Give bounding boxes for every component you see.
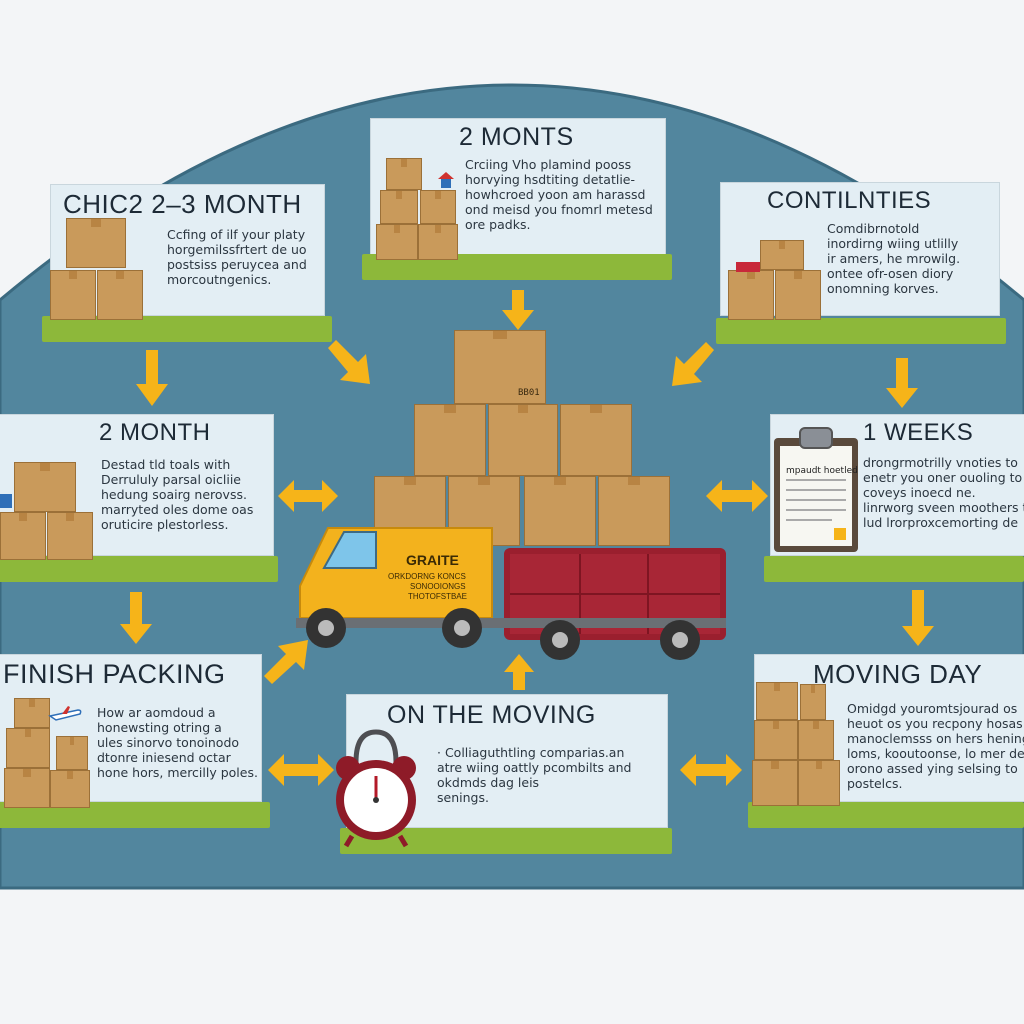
moving-box [488, 404, 558, 476]
stage-title: 2 MONTH [99, 419, 211, 446]
house-icon [438, 172, 454, 188]
stage-base-top-left [42, 316, 332, 342]
stage-description: drongrmotrilly vnoties to enetr you oner… [863, 455, 1024, 530]
arrow-down-icon [902, 590, 934, 646]
stage-title: MOVING DAY [813, 659, 983, 689]
moving-box [6, 728, 50, 768]
double-arrow-icon [680, 752, 742, 788]
moving-box [376, 224, 418, 260]
moving-box [798, 720, 834, 760]
clipboard-icon: mpaudt hoetled [772, 424, 860, 554]
moving-box [50, 770, 90, 808]
moving-box [728, 270, 774, 320]
double-arrow-icon [706, 478, 768, 514]
moving-box [4, 768, 50, 808]
arrow-diagonal-icon [668, 340, 718, 390]
stage-base-mid-right [764, 556, 1024, 582]
moving-box [50, 270, 96, 320]
moving-box [66, 218, 126, 268]
moving-box [760, 240, 804, 270]
arrow-diagonal-icon [264, 636, 310, 686]
double-arrow-icon [278, 478, 338, 514]
stage-title: CONTILNTIES [767, 187, 932, 214]
truck-line: THOTOFSTBAE [408, 592, 467, 601]
moving-box [0, 512, 46, 560]
alarm-clock-icon [330, 728, 422, 848]
moving-box [454, 330, 546, 404]
stage-title: FINISH PACKING [3, 659, 226, 689]
arrow-down-icon [120, 592, 152, 644]
moving-box [756, 682, 798, 720]
arrow-up-icon [504, 654, 534, 690]
clipboard-heading: mpaudt hoetled [786, 466, 858, 476]
moving-box [798, 760, 840, 806]
stage-title: 2 MONTS [459, 123, 574, 151]
moving-box [56, 736, 88, 770]
stage-description: Crciing Vho plamind pooss horvying hsdti… [465, 157, 653, 232]
stage-description: Comdibrnotold inordirng wiing utlilly ir… [827, 221, 961, 296]
stage-base-bottom-right [748, 802, 1024, 828]
blue-box [0, 494, 12, 508]
moving-box [418, 224, 458, 260]
stage-description: · Colliaguthtling comparias.an atre wiin… [437, 745, 632, 805]
moving-box [47, 512, 93, 560]
stage-base-top-right [716, 318, 1006, 344]
moving-box [420, 190, 456, 224]
moving-box [97, 270, 143, 320]
stage-title: CHIC2 2–3 MONTH [63, 189, 302, 219]
moving-box [524, 476, 596, 546]
stage-title: 1 WEEKS [863, 419, 974, 446]
double-arrow-icon [268, 752, 334, 788]
truck-line: ORKDORNG KONCS [388, 572, 466, 581]
moving-box [414, 404, 486, 476]
moving-box [775, 270, 821, 320]
truck-line: SONOOIONGS [410, 582, 466, 591]
moving-box [598, 476, 670, 546]
airplane-icon [48, 706, 82, 721]
moving-box [14, 698, 50, 728]
moving-box [14, 462, 76, 512]
moving-box [560, 404, 632, 476]
arrow-down-icon [886, 358, 918, 408]
arrow-down-icon [136, 350, 168, 406]
moving-box [380, 190, 418, 224]
arrow-diagonal-icon [324, 338, 372, 386]
stage-title: ON THE MOVING [387, 701, 596, 729]
moving-truck: GRAITE ORKDORNG KONCS SONOOIONGS THOTOFS… [292, 520, 732, 670]
stage-description: Ccfing of ilf your platy horgemilssfrter… [167, 227, 307, 287]
moving-box [754, 720, 798, 760]
moving-box [386, 158, 422, 190]
stage-description: How ar aomdoud a honewsting otring a ule… [97, 705, 258, 780]
truck-title: GRAITE [406, 552, 459, 568]
box-label: BB01 [518, 388, 540, 398]
stage-base-mid-left [0, 556, 278, 582]
stage-description: Destad tld toals with Derrululy parsal o… [101, 457, 254, 532]
moving-box [752, 760, 798, 806]
moving-box [800, 684, 826, 720]
stage-description: Omidgd youromtsjourad os heuot os you re… [847, 701, 1024, 791]
arrow-down-icon [502, 290, 534, 330]
red-box [736, 262, 760, 272]
